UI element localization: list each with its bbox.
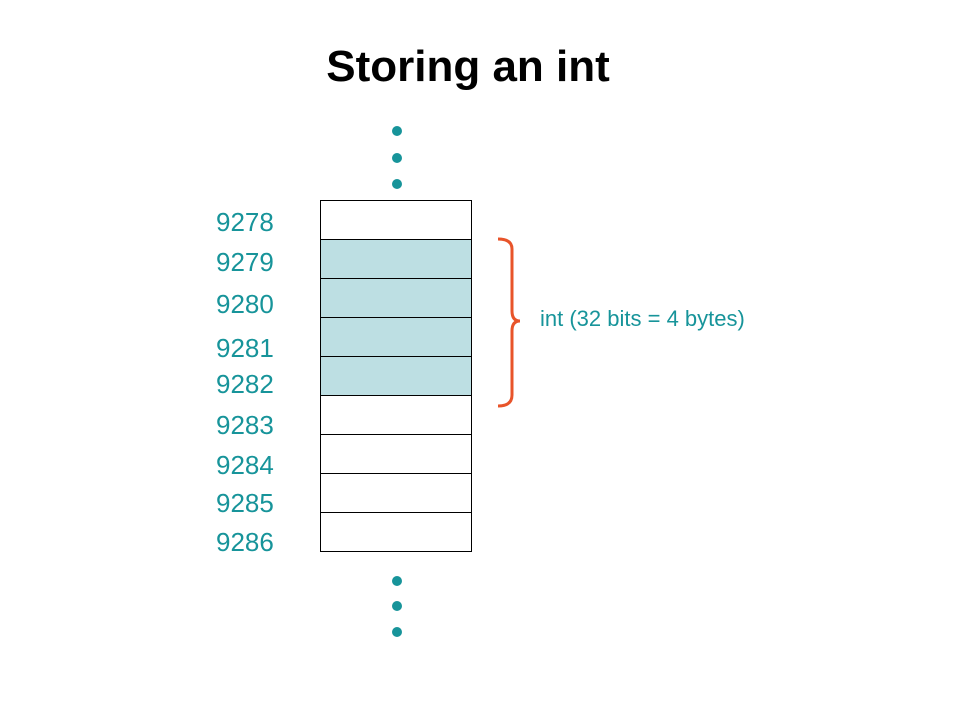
ellipsis-dot [392,627,402,637]
brace-label: int (32 bits = 4 bytes) [540,306,745,331]
memory-cell [320,473,472,513]
address-label: 9284 [216,450,274,480]
ellipsis-dot [392,179,402,189]
memory-cell [320,278,472,318]
memory-cell [320,434,472,474]
memory-cell [320,200,472,240]
memory-column [320,200,472,552]
memory-cell [320,239,472,279]
address-label: 9281 [216,333,274,363]
ellipsis-dot [392,601,402,611]
address-label: 9285 [216,488,274,518]
curly-brace-icon [497,237,521,408]
address-label: 9280 [216,289,274,319]
address-label: 9283 [216,410,274,440]
memory-cell [320,317,472,357]
ellipsis-dot [392,153,402,163]
address-label: 9282 [216,369,274,399]
address-label: 9278 [216,207,274,237]
memory-cell [320,512,472,552]
ellipsis-dot [392,126,402,136]
page-title: Storing an int [326,42,610,91]
memory-cell [320,395,472,435]
address-label: 9286 [216,527,274,557]
address-label: 9279 [216,247,274,277]
ellipsis-dot [392,576,402,586]
memory-cell [320,356,472,396]
